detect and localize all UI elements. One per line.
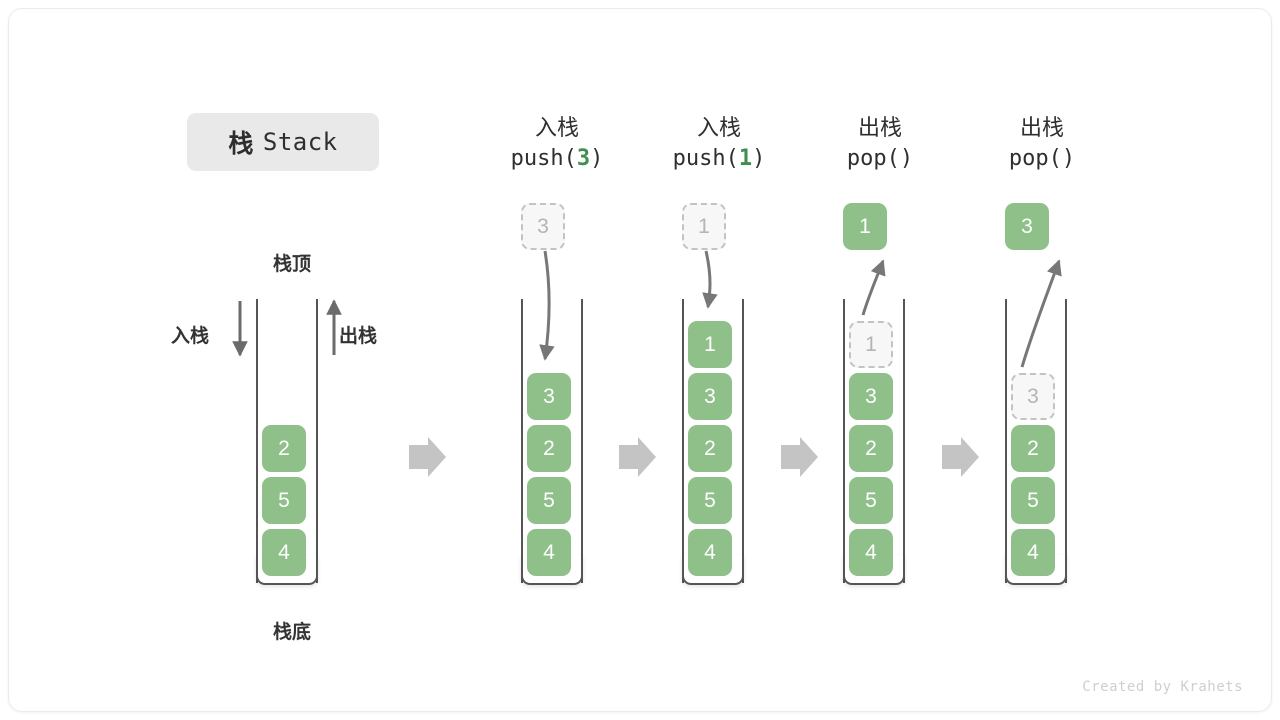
step-arrow-3 — [781, 437, 818, 477]
diagram-title-chip: 栈 Stack — [187, 113, 379, 171]
stack-push-3-left-wall — [521, 299, 523, 583]
step-arrow-4 — [942, 437, 979, 477]
pop-3-flow-arrow — [1020, 259, 1062, 368]
stack-push-1-cell-1: 3 — [688, 373, 732, 420]
caption-push-3: 入栈 push(3) — [467, 113, 647, 175]
label-push-side: 入栈 — [171, 326, 210, 347]
credit-watermark: Created by Krahets — [1082, 679, 1243, 695]
stack-pop-3-left-wall — [1005, 299, 1007, 583]
caption-pop-1-code: pop() — [790, 143, 970, 175]
stack-pop-3-base — [1005, 555, 1067, 585]
pop-1-flow-arrow — [861, 259, 886, 316]
stack-push-3-cell-2: 5 — [527, 477, 571, 524]
stack-push-1-cell-4: 4 — [688, 529, 732, 576]
ghost-cell-pop-1: 1 — [849, 321, 893, 368]
stack-pop-1-base — [843, 555, 905, 585]
caption-push-1-paren: ) — [752, 146, 766, 171]
caption-push-1: 入栈 push(1) — [629, 113, 809, 175]
push-3-flow-arrow — [539, 250, 555, 361]
push-1-flow-arrow — [702, 250, 718, 309]
caption-push-1-cn: 入栈 — [696, 115, 741, 140]
caption-push-3-paren: ) — [590, 146, 604, 171]
caption-pop-3-fn: pop( — [1008, 146, 1062, 171]
caption-push-3-fn: push( — [510, 146, 577, 171]
stack-pop-1-cell-1: 2 — [849, 425, 893, 472]
stack-push-1-cell-3: 5 — [688, 477, 732, 524]
stack-push-3-cell-3: 4 — [527, 529, 571, 576]
stack-initial-left-wall — [256, 299, 258, 583]
stack-pop-1-right-wall — [903, 299, 905, 583]
stack-push-3-cell-0: 3 — [527, 373, 571, 420]
popped-cell-3: 3 — [1005, 203, 1049, 250]
caption-push-1-code: push(1) — [629, 143, 809, 175]
ghost-cell-pop-3: 3 — [1011, 373, 1055, 420]
title-cn: 栈 — [228, 130, 254, 158]
caption-pop-3-paren: ) — [1061, 146, 1076, 171]
popped-cell-1: 1 — [843, 203, 887, 250]
stack-initial-base — [256, 555, 318, 585]
label-pop-side: 出栈 — [339, 326, 378, 347]
stack-push-1-cell-2: 2 — [688, 425, 732, 472]
stack-initial-cell-1: 5 — [262, 477, 306, 524]
stack-pop-3-right-wall — [1065, 299, 1067, 583]
stack-push-1-right-wall — [742, 299, 744, 583]
stack-push-3-cell-1: 2 — [527, 425, 571, 472]
caption-pop-3-cn: 出栈 — [1019, 115, 1064, 140]
step-arrow-2 — [619, 437, 656, 477]
stack-pop-1-cell-3: 4 — [849, 529, 893, 576]
caption-pop-1: 出栈 pop() — [790, 113, 970, 175]
caption-pop-3-code: pop() — [952, 143, 1132, 175]
stack-push-3-base — [521, 555, 583, 585]
stack-push-1-base — [682, 555, 744, 585]
ghost-cell-push-1: 1 — [682, 203, 726, 250]
stack-initial-right-wall — [316, 299, 318, 583]
label-stack-bottom: 栈底 — [272, 622, 311, 643]
stack-pop-1-left-wall — [843, 299, 845, 583]
stack-pop-3-cell-2: 4 — [1011, 529, 1055, 576]
ghost-cell-push-3: 3 — [521, 203, 565, 250]
stack-pop-3-cell-1: 5 — [1011, 477, 1055, 524]
caption-push-3-code: push(3) — [467, 143, 647, 175]
caption-pop-3: 出栈 pop() — [952, 113, 1132, 175]
label-stack-top: 栈顶 — [272, 254, 311, 275]
caption-push-3-cn: 入栈 — [534, 115, 579, 140]
step-arrow-1 — [409, 437, 446, 477]
stack-pop-1-cell-2: 5 — [849, 477, 893, 524]
diagram-stage: 栈 Stack 入栈 push(3) 入栈 push(1) 出栈 pop() 出… — [9, 9, 1271, 711]
stack-initial-cell-2: 4 — [262, 529, 306, 576]
caption-push-1-arg: 1 — [738, 146, 753, 171]
caption-push-3-arg: 3 — [576, 146, 591, 171]
caption-pop-1-paren: ) — [899, 146, 914, 171]
stack-pop-1-cell-0: 3 — [849, 373, 893, 420]
caption-pop-1-cn: 出栈 — [857, 115, 902, 140]
stack-initial-cell-0: 2 — [262, 425, 306, 472]
diagram-card: 栈 Stack 入栈 push(3) 入栈 push(1) 出栈 pop() 出… — [8, 8, 1272, 712]
title-en: Stack — [262, 128, 338, 156]
stack-pop-3-cell-0: 2 — [1011, 425, 1055, 472]
caption-pop-1-fn: pop( — [846, 146, 900, 171]
stack-push-3-right-wall — [581, 299, 583, 583]
stack-push-1-cell-0: 1 — [688, 321, 732, 368]
caption-push-1-fn: push( — [672, 146, 739, 171]
stack-push-1-left-wall — [682, 299, 684, 583]
